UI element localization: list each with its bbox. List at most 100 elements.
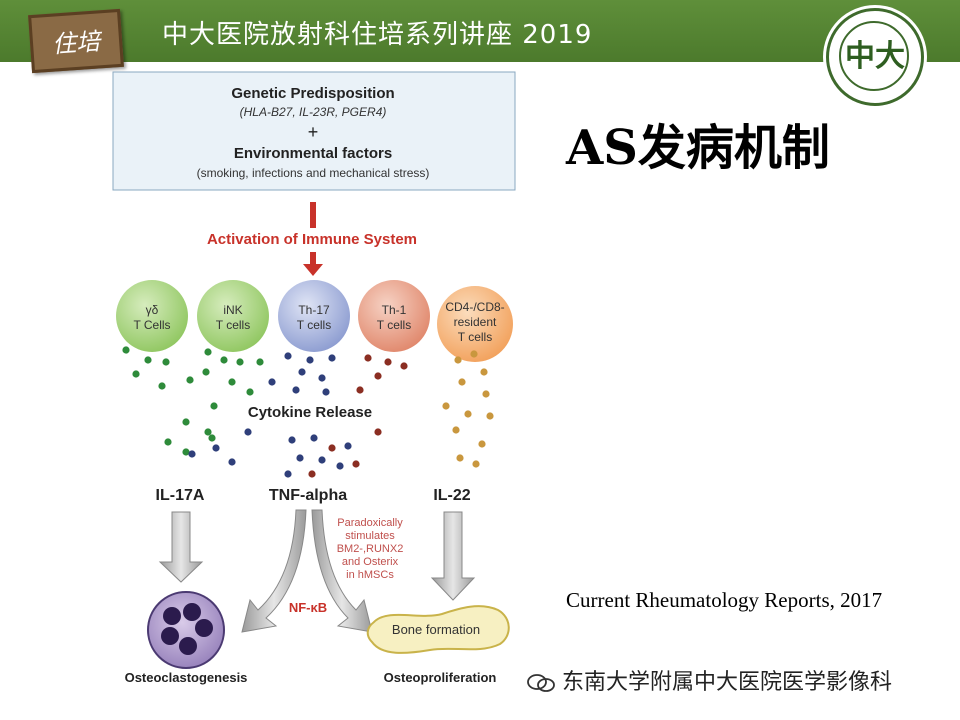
- cytokine-dot: [228, 458, 236, 466]
- cytokine-dot: [452, 426, 460, 434]
- cytokine-dot: [186, 376, 194, 384]
- cytokine-dots: [122, 346, 494, 478]
- arrow-il17a-down: [158, 511, 204, 583]
- red-arrow-upper: [310, 202, 316, 228]
- cytokine-dot: [132, 370, 140, 378]
- cell-th17-line1: Th-17: [298, 303, 330, 317]
- osteoclast-cell: [147, 591, 225, 669]
- note-line-4: and Osterix: [342, 556, 399, 568]
- cell-th1-line2: T cells: [377, 318, 411, 332]
- cell-th17: Th-17 T cells: [278, 280, 350, 352]
- cytokine-dot: [182, 448, 190, 456]
- environmental-examples-label: (smoking, infections and mechanical stre…: [197, 166, 430, 180]
- cell-resident-line3: T cells: [458, 330, 492, 344]
- note-line-5: in hMSCs: [346, 569, 394, 581]
- header-title: 中大医院放射科住培系列讲座 2019: [162, 20, 593, 50]
- bone-formation-shape: [366, 605, 510, 654]
- cytokine-dot: [344, 442, 352, 450]
- wechat-icon: [527, 674, 555, 692]
- watermark-text: 东南大学附属中大医院医学影像科: [562, 670, 893, 695]
- cell-resident-line1: CD4-/CD8-: [445, 300, 504, 314]
- cytokine-dot: [464, 410, 472, 418]
- cytokine-dot: [210, 402, 218, 410]
- header-bar: 住培 中大医院放射科住培系列讲座 2019: [0, 0, 960, 74]
- osteoclastogenesis-label: Osteoclastogenesis: [125, 670, 248, 685]
- hospital-logo: 中大: [826, 8, 924, 106]
- note-line-1: Paradoxically: [337, 517, 403, 529]
- cell-resident-line2: resident: [454, 315, 497, 329]
- cytokine-dot: [236, 358, 244, 366]
- watermark: 东南大学附属中大医院医学影像科: [526, 664, 892, 696]
- slide-title: AS发病机制: [566, 120, 830, 176]
- cell-gamma-delta-line2: T Cells: [133, 318, 170, 332]
- environmental-factors-label: Environmental factors: [234, 145, 392, 162]
- cytokine-dot: [284, 352, 292, 360]
- cell-inkt-line1: iNK: [223, 303, 242, 317]
- cytokine-dot: [212, 444, 220, 452]
- cytokine-dot: [244, 428, 252, 436]
- cell-inkt-line2: T cells: [216, 318, 250, 332]
- cytokine-dot: [336, 462, 344, 470]
- cytokine-dot: [202, 368, 210, 376]
- stamp-text: 住培: [51, 27, 102, 59]
- cytokine-dot: [144, 356, 152, 364]
- genetic-genes-label: (HLA-B27, IL-23R, PGER4): [240, 105, 387, 119]
- cytokine-dot: [310, 434, 318, 442]
- cytokine-dot: [318, 456, 326, 464]
- bone-formation-label: Bone formation: [392, 622, 480, 637]
- cytokine-dot: [164, 438, 172, 446]
- cytokine-dot: [188, 450, 196, 458]
- cell-inkt: iNK T cells: [197, 280, 269, 352]
- cytokine-dot: [292, 386, 300, 394]
- cytokine-dot: [246, 388, 254, 396]
- cytokine-dot: [204, 348, 212, 356]
- activation-label: Activation of Immune System: [207, 231, 417, 248]
- cell-gamma-delta-line1: γδ: [146, 303, 159, 317]
- cytokine-dot: [442, 402, 450, 410]
- cytokine-dot: [486, 412, 494, 420]
- cytokine-dot: [374, 372, 382, 380]
- cytokine-release-label: Cytokine Release: [248, 404, 372, 421]
- cytokine-dot: [220, 356, 228, 364]
- cytokine-dot: [208, 434, 216, 442]
- cytokine-dot: [480, 368, 488, 376]
- cytokine-dot: [322, 388, 330, 396]
- cytokine-dot: [458, 378, 466, 386]
- note-line-3: BM2-,RUNX2: [337, 543, 404, 555]
- cytokine-dot: [454, 356, 462, 364]
- training-stamp-logo: 住培: [28, 8, 124, 74]
- cytokine-dot: [472, 460, 480, 468]
- nfkb-label: NF-κB: [289, 600, 327, 615]
- arrow-il22-down: [430, 511, 476, 601]
- cytokine-dot: [478, 440, 486, 448]
- arrow-tnf-left: [241, 509, 307, 633]
- cell-th17-line2: T cells: [297, 318, 331, 332]
- cytokine-dot: [308, 470, 316, 478]
- logo-inner-ring: [839, 21, 909, 91]
- cytokine-dot: [256, 358, 264, 366]
- cell-gamma-delta: γδ T Cells: [116, 280, 188, 352]
- paradox-note: Paradoxically stimulates BM2-,RUNX2 and …: [337, 517, 404, 581]
- plus-sign: +: [308, 122, 319, 142]
- note-line-2: stimulates: [345, 530, 395, 542]
- cytokine-dot: [456, 454, 464, 462]
- cell-th1: Th-1 T cells: [358, 280, 430, 352]
- cytokine-dot: [298, 368, 306, 376]
- cytokine-dot: [482, 390, 490, 398]
- cytokine-dot: [268, 378, 276, 386]
- cytokine-dot: [352, 460, 360, 468]
- cytokine-dot: [470, 350, 478, 358]
- cytokine-il22: IL-22: [433, 487, 470, 504]
- cytokine-dot: [204, 428, 212, 436]
- cytokine-dot: [400, 362, 408, 370]
- cytokine-tnf-alpha: TNF-alpha: [269, 487, 347, 504]
- cell-th1-line1: Th-1: [382, 303, 407, 317]
- red-arrow-lower: [310, 252, 316, 266]
- cytokine-dot: [364, 354, 372, 362]
- cytokine-dot: [162, 358, 170, 366]
- genetic-predisposition-label: Genetic Predisposition: [231, 85, 394, 102]
- cytokine-dot: [328, 354, 336, 362]
- red-arrow-head: [303, 264, 323, 276]
- cytokine-dot: [384, 358, 392, 366]
- cytokine-dot: [356, 386, 364, 394]
